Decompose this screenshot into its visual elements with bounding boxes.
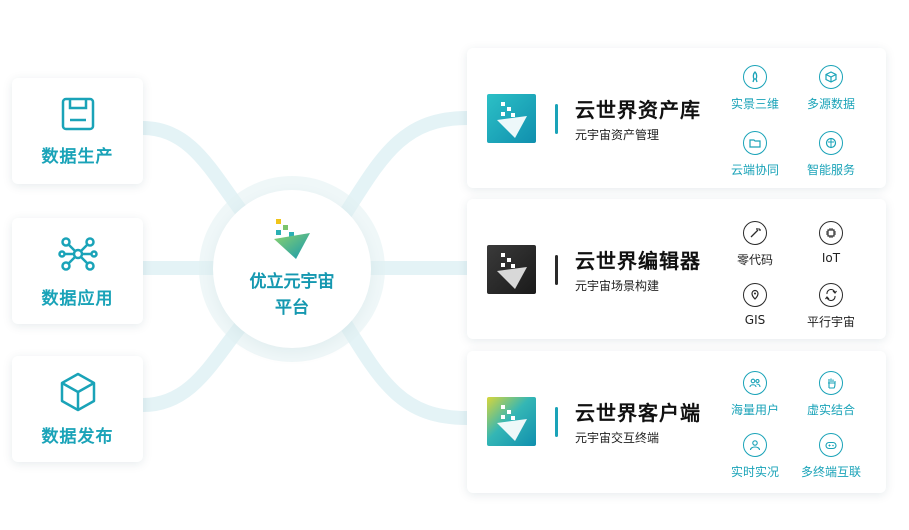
platform-name-line2: 平台 (275, 298, 309, 318)
magic-wand-icon (743, 221, 767, 245)
title-divider (555, 255, 558, 285)
users-icon (743, 371, 767, 395)
left-card-data-production[interactable]: 数据生产 (12, 78, 143, 184)
asset-library-logo-icon (487, 94, 536, 143)
feature-label: 智能服务 (806, 163, 855, 177)
feature-label: 实时实况 (730, 465, 779, 479)
card-client[interactable]: 云世界客户端 元宇宙交互终端 海量用户 虚实结合 实时实况 多终端互联 (467, 351, 886, 493)
platform-hub[interactable]: 优立元宇宙 平台 (213, 190, 371, 348)
feature-virtual-real[interactable]: 虚实结合 (791, 371, 871, 418)
location-pin-icon (743, 283, 767, 307)
feature-zero-code[interactable]: 零代码 (715, 221, 795, 268)
feature-label: 多终端互联 (800, 465, 861, 479)
feature-label: 虚实结合 (806, 403, 855, 417)
left-card-label: 数据应用 (41, 288, 114, 309)
feature-label: 平行宇宙 (806, 315, 855, 329)
rocket-icon (743, 65, 767, 89)
floppy-icon (61, 97, 94, 130)
feature-multi-terminal[interactable]: 多终端互联 (791, 433, 871, 480)
left-card-label: 数据生产 (41, 146, 114, 167)
card-subtitle: 元宇宙交互终端 (575, 431, 660, 445)
feature-label: 实景三维 (730, 97, 779, 111)
card-title: 云世界客户端 (575, 401, 701, 425)
card-subtitle: 元宇宙资产管理 (575, 128, 660, 142)
left-card-data-application[interactable]: 数据应用 (12, 218, 143, 324)
feature-label: IoT (821, 251, 841, 265)
platform-name: 优立元宇宙 (249, 272, 335, 292)
feature-smart-service[interactable]: 智能服务 (791, 131, 871, 178)
cube-icon (60, 372, 95, 411)
brain-icon (819, 131, 843, 155)
gamepad-icon (819, 433, 843, 457)
left-card-data-publish[interactable]: 数据发布 (12, 356, 143, 462)
hand-icon (819, 371, 843, 395)
left-card-label: 数据发布 (41, 426, 114, 447)
feature-gis[interactable]: GIS (715, 283, 795, 327)
sync-icon (819, 283, 843, 307)
feature-label: 多源数据 (806, 97, 855, 111)
feature-real-3d[interactable]: 实景三维 (715, 65, 795, 112)
card-title: 云世界资产库 (575, 98, 701, 122)
feature-cloud-collab[interactable]: 云端协同 (715, 131, 795, 178)
title-divider (555, 104, 558, 134)
editor-logo-icon (487, 245, 536, 294)
title-divider (555, 407, 558, 437)
platform-logo-icon (274, 219, 310, 259)
card-title: 云世界编辑器 (575, 249, 701, 273)
card-asset-library[interactable]: 云世界资产库 元宇宙资产管理 实景三维 多源数据 云端协同 智能服务 (467, 48, 886, 188)
cube-icon (819, 65, 843, 89)
feature-label: GIS (744, 313, 766, 327)
feature-label: 零代码 (736, 253, 773, 267)
card-editor[interactable]: 云世界编辑器 元宇宙场景构建 零代码 IoT GIS 平行宇宙 (467, 199, 886, 339)
chip-icon (819, 221, 843, 245)
network-icon (57, 236, 98, 271)
feature-massive-users[interactable]: 海量用户 (715, 371, 795, 418)
feature-multi-source[interactable]: 多源数据 (791, 65, 871, 112)
feature-iot[interactable]: IoT (791, 221, 871, 265)
feature-label: 云端协同 (730, 163, 779, 177)
feature-live[interactable]: 实时实况 (715, 433, 795, 480)
feature-label: 海量用户 (730, 403, 779, 417)
folder-icon (743, 131, 767, 155)
live-user-icon (743, 433, 767, 457)
client-logo-icon (487, 397, 536, 446)
feature-parallel-universe[interactable]: 平行宇宙 (791, 283, 871, 330)
card-subtitle: 元宇宙场景构建 (575, 279, 660, 293)
